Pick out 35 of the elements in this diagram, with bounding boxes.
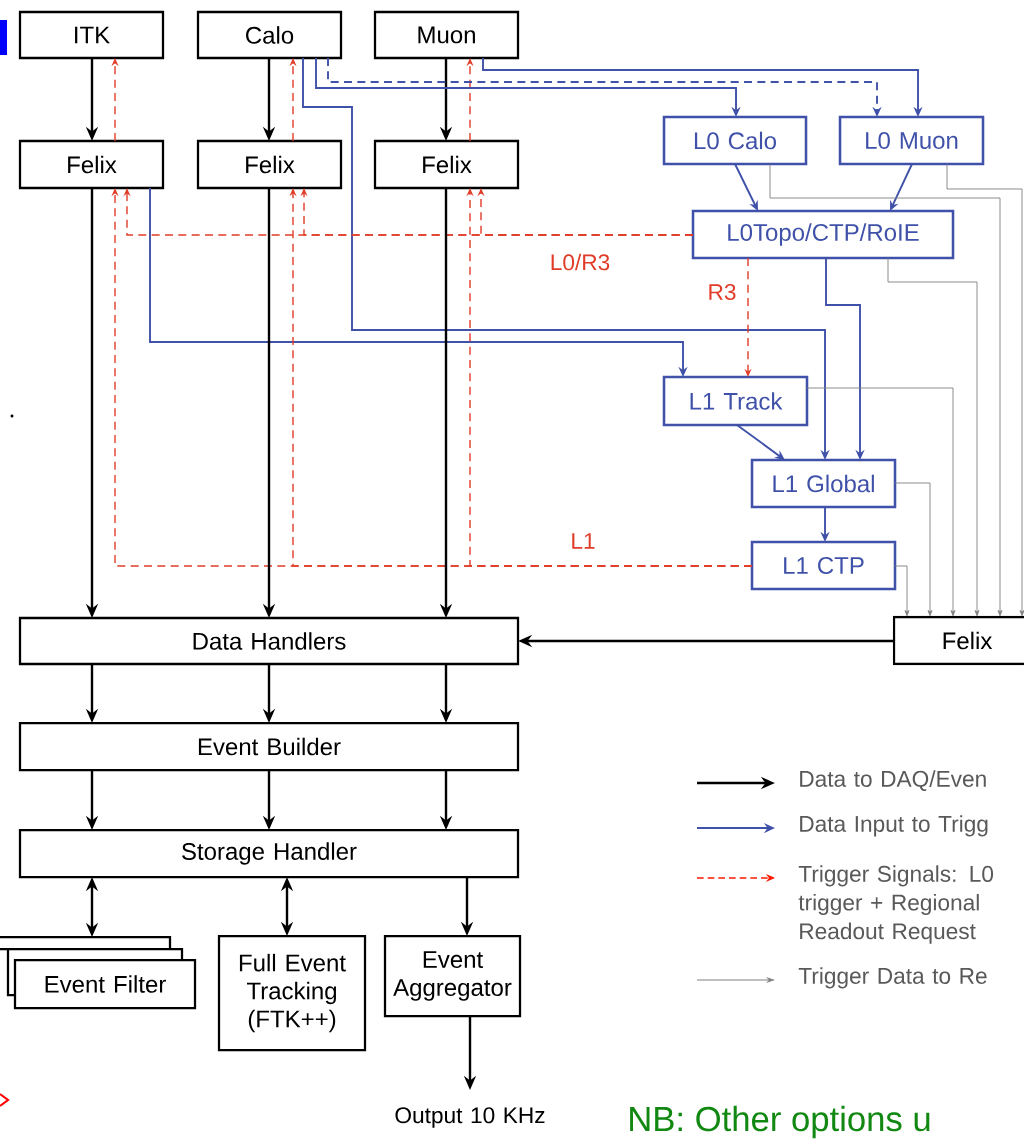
process-box: Muon: [373, 10, 520, 60]
process-box: Storage Handler: [18, 828, 520, 879]
process-box: Event Builder: [18, 721, 520, 772]
legend-text: Trigger Signals: L0 trigger + Regional Readout Request: [798, 865, 994, 944]
process-box: ITK: [18, 10, 165, 60]
process-box: Full Event Tracking (FTK++): [217, 934, 367, 1052]
trigger-box: L1 Track: [662, 375, 809, 427]
process-box: Felix: [892, 615, 1024, 666]
arrow: [894, 482, 933, 617]
arrow: [946, 163, 1024, 617]
arrow: [736, 424, 785, 460]
process-box: Data Handlers: [18, 616, 520, 666]
trigger-box: L0Topo/CTP/RoIE: [691, 209, 955, 260]
trigger-box: L1 CTP: [750, 540, 897, 591]
edge-label: L0/R3: [548, 252, 612, 272]
arrow: [894, 565, 910, 617]
process-box: Felix: [18, 139, 165, 190]
process-box: Felix: [196, 139, 343, 190]
arrow: [769, 163, 1003, 617]
legend-text: Data Input to Trigg: [800, 815, 988, 837]
note-text: NB: Other options u: [630, 1105, 930, 1139]
trigger-box: L1 Global: [750, 458, 897, 509]
output-text: Output 10 KHz: [395, 1107, 545, 1128]
arrow: [806, 387, 956, 617]
legend-text: Trigger Data to Re: [798, 967, 987, 989]
stacked-box: Event Filter: [0, 935, 197, 1010]
arrow: [887, 257, 980, 617]
process-box: Felix: [373, 139, 520, 190]
edge-label: R3: [706, 282, 738, 302]
legend-text: Data to DAQ/Even: [800, 770, 986, 791]
process-box: Calo: [196, 10, 343, 60]
trigger-box: L0 Calo: [662, 115, 808, 166]
edge-label: L1: [569, 531, 597, 551]
process-box: Event Aggregator: [383, 934, 522, 1018]
trigger-box: L0 Muon: [838, 115, 985, 166]
